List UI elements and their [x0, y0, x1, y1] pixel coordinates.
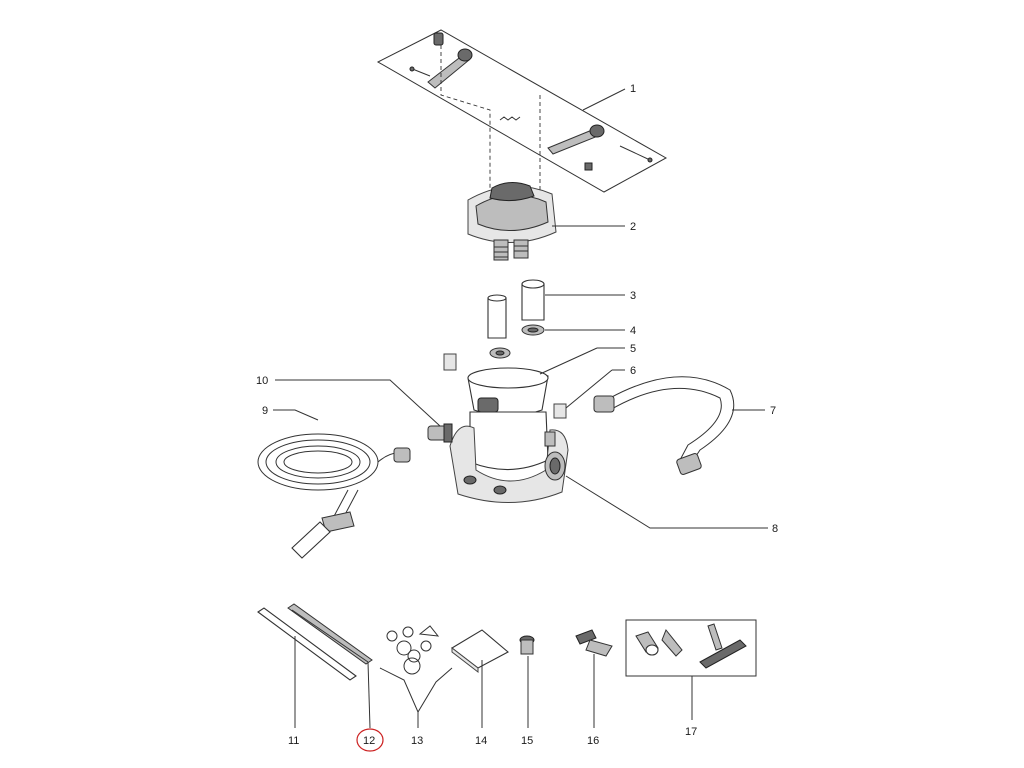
callout-5[interactable]: 5 — [630, 343, 636, 355]
callout-4[interactable]: 4 — [630, 325, 636, 337]
callout-9[interactable]: 9 — [262, 405, 268, 417]
callout-13[interactable]: 13 — [411, 735, 423, 747]
leader-line-10 — [275, 379, 441, 427]
part-7-pressure-hose — [593, 376, 765, 475]
callout-14[interactable]: 14 — [475, 735, 487, 747]
callout-15[interactable]: 15 — [521, 735, 533, 747]
leader-line-1 — [582, 88, 626, 111]
leader-line-12 — [367, 661, 371, 729]
part-13-seal-kit — [379, 625, 453, 728]
part-11-extension-tube — [257, 607, 357, 728]
part-12-threaded-tube — [287, 603, 373, 729]
leader-line-9 — [273, 409, 319, 421]
part-9-suction-hose — [257, 409, 411, 559]
part-14-filter-pad — [451, 629, 509, 728]
callout-12-highlight-ring — [356, 728, 384, 752]
leader-line-6 — [565, 369, 613, 409]
callout-3[interactable]: 3 — [630, 290, 636, 302]
callout-12[interactable]: 12 — [363, 735, 375, 747]
part-10-hose-connector — [275, 379, 453, 443]
callout-2[interactable]: 2 — [630, 221, 636, 233]
part-16-nozzle — [575, 629, 613, 728]
callout-7[interactable]: 7 — [770, 405, 776, 417]
callout-16[interactable]: 16 — [587, 735, 599, 747]
part-5-filter-basket — [443, 347, 625, 419]
part-8-housing — [449, 411, 768, 529]
callout-8[interactable]: 8 — [772, 523, 778, 535]
part-15-drain-plug — [519, 635, 535, 728]
callout-1[interactable]: 1 — [630, 83, 636, 95]
callout-11[interactable]: 11 — [288, 735, 299, 747]
part-6-clip — [565, 369, 625, 409]
callout-6[interactable]: 6 — [630, 365, 636, 377]
leader-line-5 — [539, 347, 598, 375]
part-4-nut — [489, 324, 625, 359]
callout-10[interactable]: 10 — [256, 375, 268, 387]
callout-labels: 1 2 3 4 5 6 7 8 9 10 11 12 13 14 15 16 1… — [256, 83, 778, 752]
callout-17[interactable]: 17 — [685, 726, 697, 738]
part-17-accessory-set — [625, 619, 757, 720]
leader-line-8 — [565, 475, 768, 529]
part-3-connector-tubes — [487, 279, 625, 339]
part-2-filter-head — [467, 182, 625, 261]
